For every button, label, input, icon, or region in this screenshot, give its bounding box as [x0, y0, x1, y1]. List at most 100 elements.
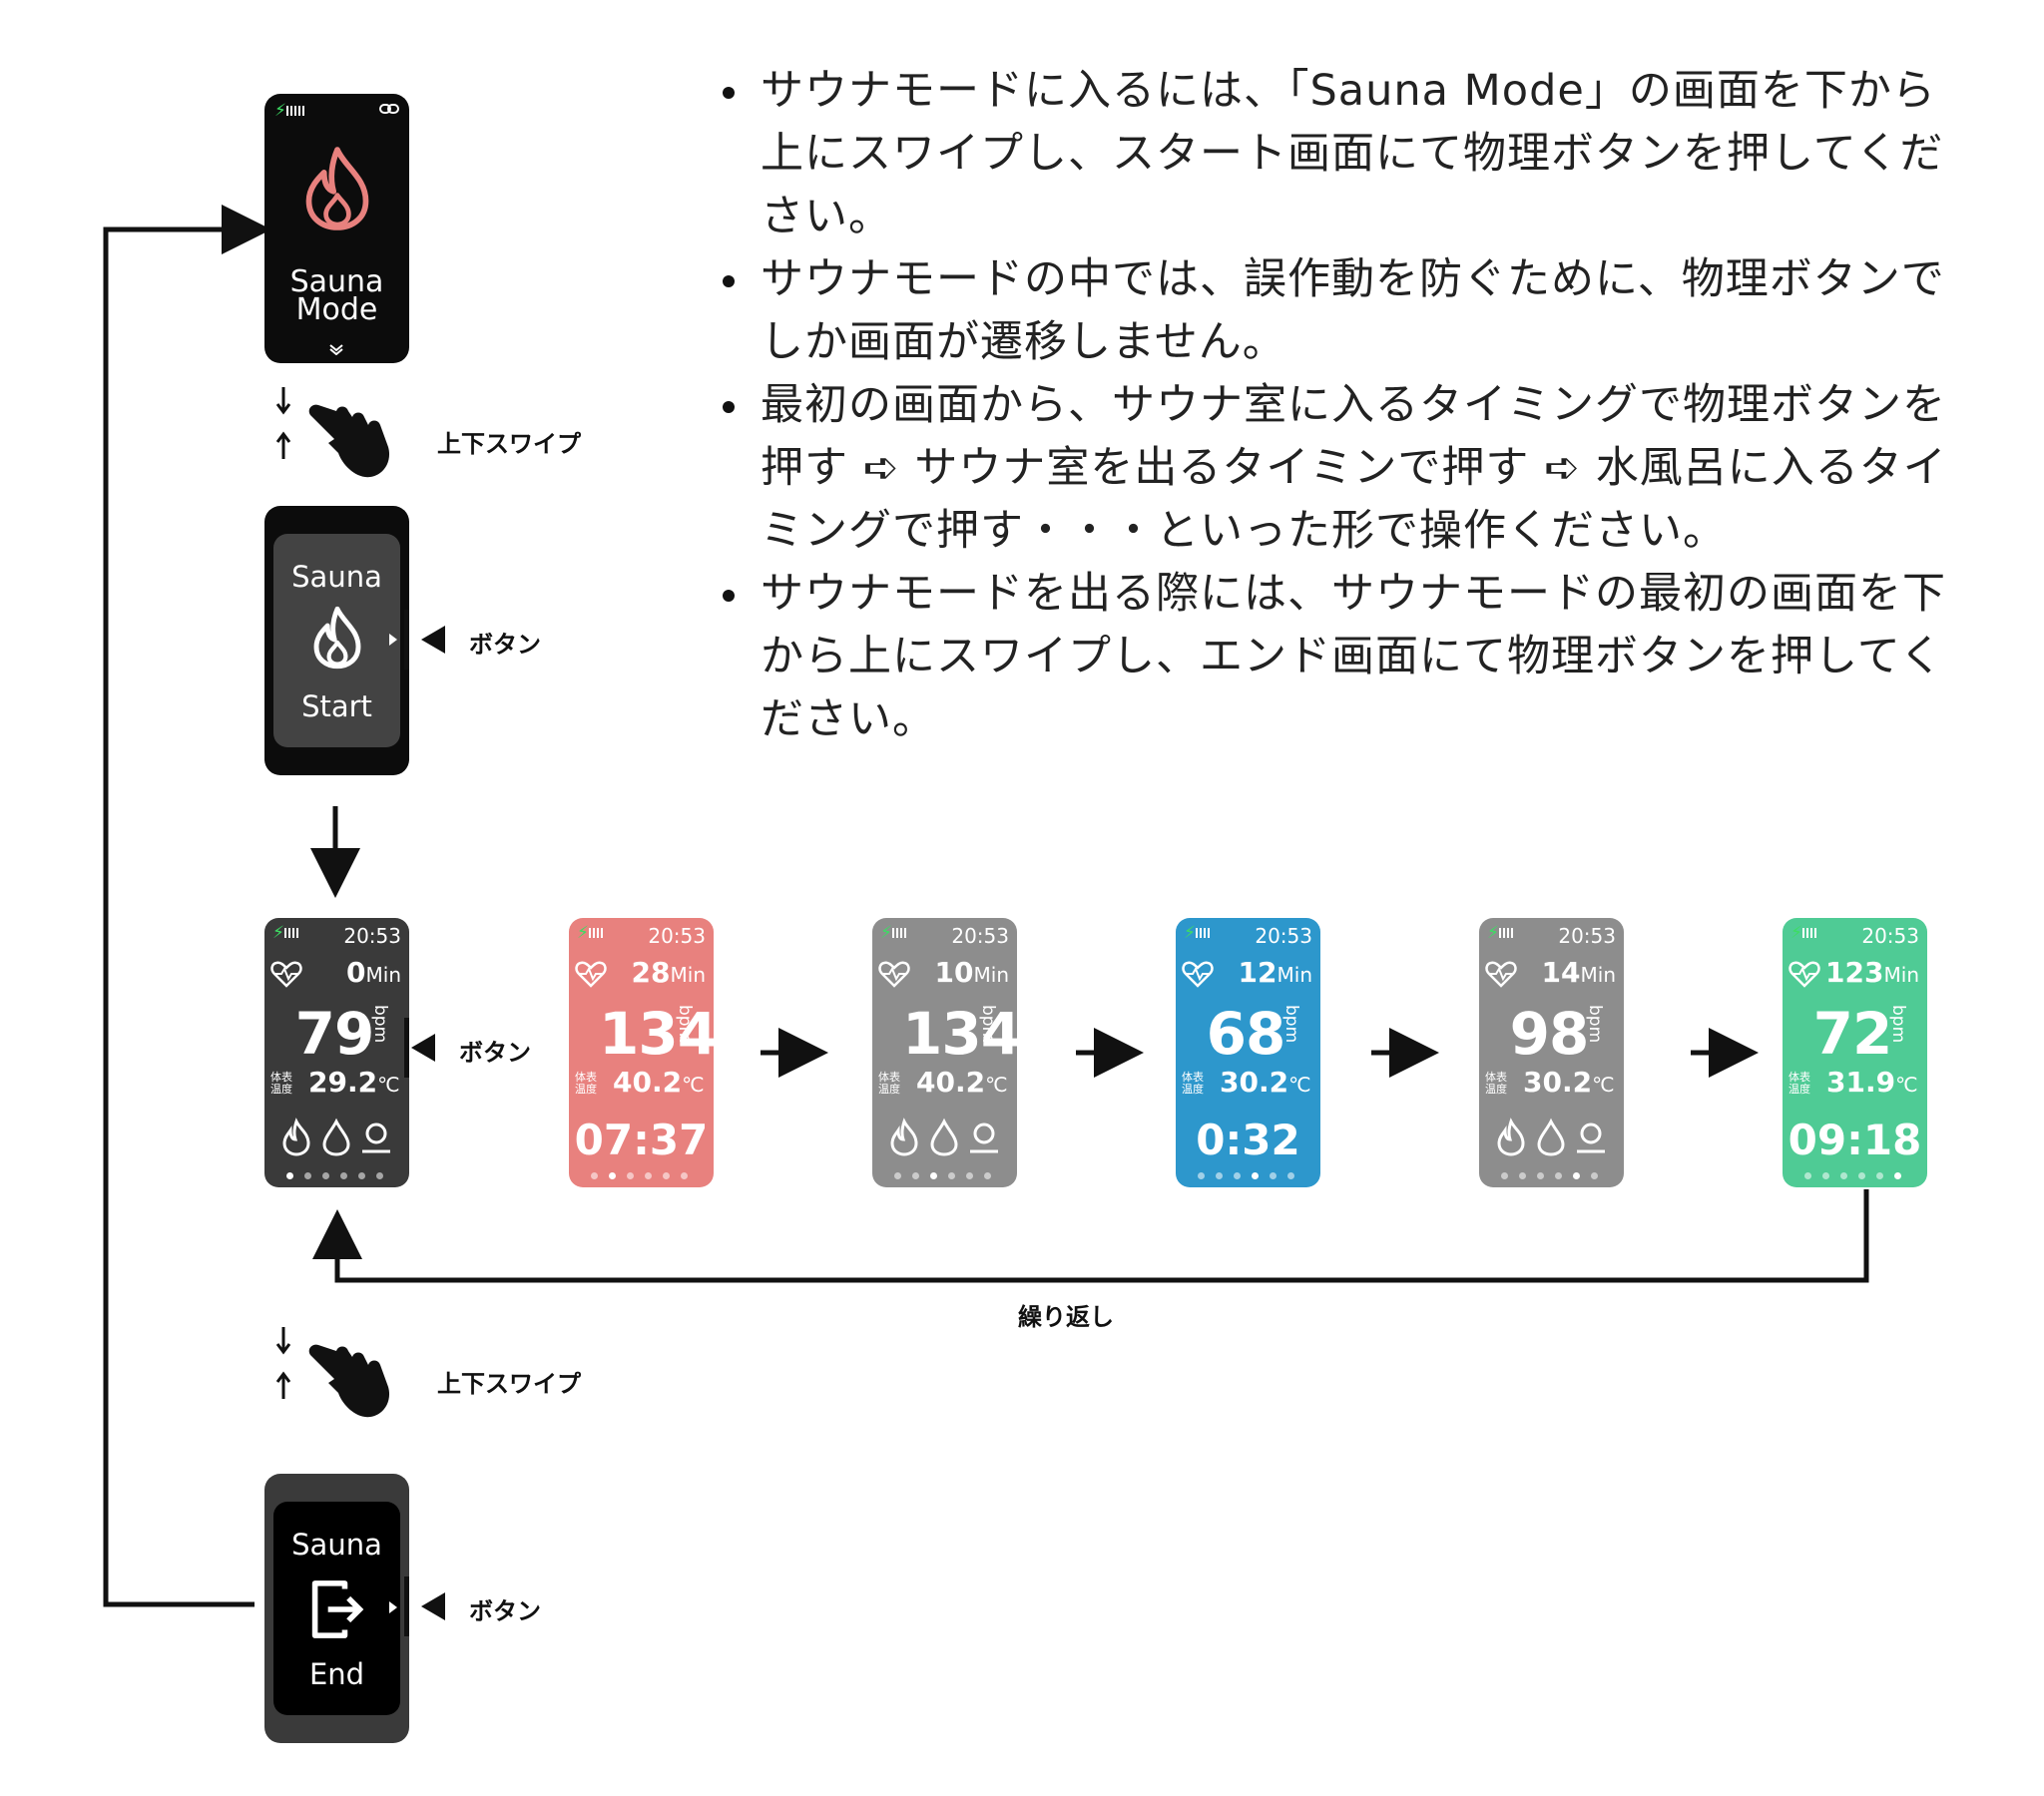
bpm-unit: bpm [978, 1005, 998, 1044]
celsius-unit: ℃ [1592, 1073, 1615, 1097]
celsius-unit: ℃ [1895, 1073, 1918, 1097]
page-dot [1537, 1172, 1544, 1179]
start-panel[interactable]: Sauna Start [273, 534, 400, 747]
heart-rate-value: 134 [902, 1000, 1021, 1068]
flame-icon [282, 1118, 310, 1156]
swipe-hand-icon [308, 1344, 390, 1418]
swipe-hand-icon [308, 404, 390, 478]
water-drop-icon [1537, 1118, 1565, 1156]
page-dot [376, 1172, 383, 1179]
battery-icon [1802, 928, 1820, 938]
page-dot [1591, 1172, 1598, 1179]
duration-value: 10Min [934, 956, 1010, 989]
page-dot [1858, 1172, 1865, 1179]
heart-rate-value: 72 [1812, 1000, 1893, 1068]
skin-temp-label: 体表温度 [575, 1071, 597, 1096]
page-dot [645, 1172, 652, 1179]
heart-rate-icon [1182, 961, 1214, 988]
heart-rate-icon [575, 961, 607, 988]
bpm-unit: bpm [1585, 1005, 1605, 1044]
celsius-unit: ℃ [682, 1073, 705, 1097]
button-label: ボタン [469, 1597, 541, 1625]
page-dot [591, 1172, 598, 1179]
heart-rate-value: 98 [1509, 1000, 1590, 1068]
minute-unit: Min [973, 963, 1010, 987]
flame-icon [313, 606, 361, 670]
celsius-unit: ℃ [1288, 1073, 1311, 1097]
heart-rate-value: 68 [1206, 1000, 1286, 1068]
end-title: Sauna [291, 1528, 382, 1562]
duration-value: 12Min [1238, 956, 1312, 989]
page-dot [912, 1172, 919, 1179]
page-dot [1252, 1172, 1259, 1179]
skin-temp-label: 体表温度 [1788, 1071, 1810, 1096]
flame-icon [1497, 1118, 1525, 1156]
page-indicator [1501, 1172, 1598, 1179]
mode-label-line2: Mode [295, 292, 378, 327]
end-panel[interactable]: Sauna End [273, 1502, 400, 1715]
physical-button[interactable] [404, 610, 409, 670]
sauna-end-screen[interactable]: Sauna End [264, 1474, 409, 1743]
charging-icon: ⚡ [1487, 923, 1499, 943]
heart-rate-value: 134 [599, 1000, 718, 1068]
start-title: Sauna [291, 560, 382, 594]
skin-temp-label: 体表温度 [270, 1071, 292, 1096]
skin-temp-label: 体表温度 [878, 1071, 900, 1096]
heart-rate-icon [878, 961, 910, 988]
start-label: Start [301, 689, 372, 723]
minute-unit: Min [1883, 963, 1920, 987]
repeat-label: 繰り返し [1018, 1303, 1114, 1331]
instruction-item: サウナモードを出る際には、サウナモードの最初の画面を下から上にスワイプし、エンド… [719, 563, 1956, 751]
rest-icon [365, 1122, 387, 1144]
duration-value: 123Min [1825, 956, 1919, 989]
button-indicator [389, 1601, 397, 1613]
physical-button[interactable] [404, 1576, 409, 1636]
page-dot [1555, 1172, 1562, 1179]
skin-temp-value: 40.2℃ [916, 1066, 1008, 1099]
celsius-unit: ℃ [377, 1073, 400, 1097]
clock-time: 20:53 [1861, 924, 1919, 948]
bpm-unit: bpm [1888, 1005, 1908, 1044]
page-dot [948, 1172, 955, 1179]
heart-rate-icon [1788, 961, 1820, 988]
phase-timer: 0:32 [1196, 1116, 1300, 1164]
instruction-item: 最初の画面から、サウナ室に入るタイミングで物理ボタンを押す ➪ サウナ室を出るタ… [719, 374, 1956, 563]
battery-icon [1499, 928, 1517, 938]
return-line [103, 205, 271, 1607]
page-dot [894, 1172, 901, 1179]
minute-unit: Min [365, 963, 402, 987]
page-dot [340, 1172, 347, 1179]
page-dot [1234, 1172, 1241, 1179]
swipe-arrows-2 [275, 1327, 291, 1399]
page-dot [627, 1172, 634, 1179]
page-dot [1501, 1172, 1508, 1179]
page-dot [1270, 1172, 1277, 1179]
skin-temp-value: 40.2℃ [613, 1066, 705, 1099]
page-indicator [591, 1172, 688, 1179]
clock-time: 20:53 [648, 924, 706, 948]
sauna-mode-screen[interactable]: ⚡ Sauna Mode [264, 94, 409, 363]
page-dot [663, 1172, 670, 1179]
page-dot [1822, 1172, 1829, 1179]
heart-rate-value: 79 [294, 1000, 375, 1068]
sauna-start-screen[interactable]: Sauna Start [264, 506, 409, 775]
charging-icon: ⚡ [1184, 923, 1196, 943]
page-dot [304, 1172, 311, 1179]
page-dot [681, 1172, 688, 1179]
duration-value: 28Min [631, 956, 706, 989]
button-indicator [389, 634, 397, 646]
page-dot [1876, 1172, 1883, 1179]
flame-icon [890, 1118, 918, 1156]
skin-temp-label: 体表温度 [1485, 1071, 1507, 1096]
bpm-unit: bpm [675, 1005, 695, 1044]
charging-icon: ⚡ [1790, 923, 1802, 943]
page-dot [286, 1172, 293, 1179]
physical-button[interactable] [404, 1018, 409, 1078]
phase-icons [282, 1118, 390, 1156]
